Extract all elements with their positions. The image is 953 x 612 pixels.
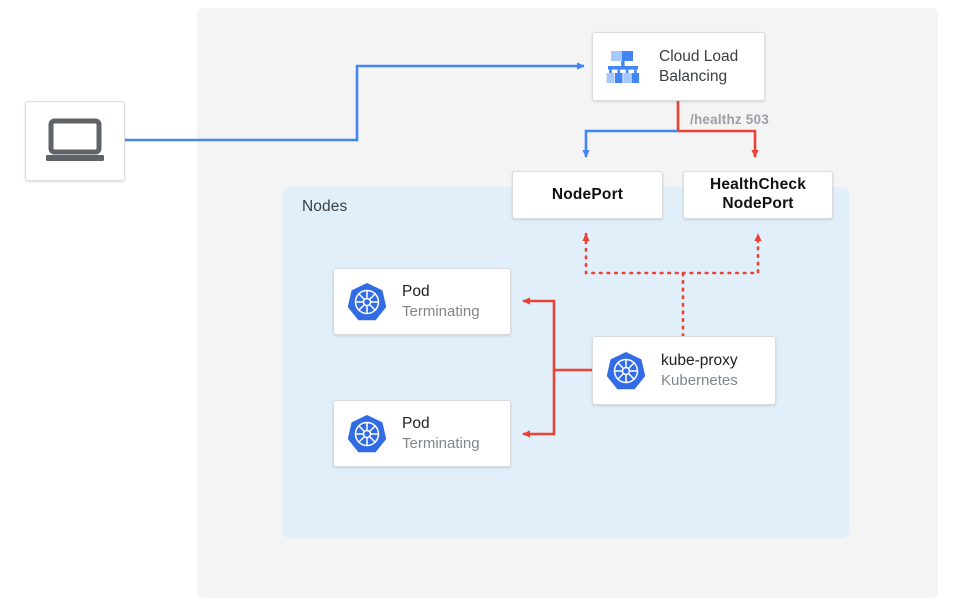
healthcheck-nodeport-node[interactable]: HealthCheck NodePort — [683, 171, 833, 219]
kube-proxy-title: kube-proxy — [661, 351, 738, 369]
healthcheck-nodeport-label-line2: NodePort — [722, 195, 794, 212]
kubernetes-icon — [347, 414, 387, 452]
cloud-load-balancing-title-line1: Cloud Load — [659, 47, 739, 65]
load-balancer-icon — [606, 50, 640, 83]
pod-node-2[interactable]: Pod Terminating — [333, 400, 511, 467]
pod-1-status: Terminating — [402, 302, 480, 320]
pod-2-status: Terminating — [402, 434, 480, 452]
nodes-region-label: Nodes — [302, 198, 348, 215]
nodeport-node[interactable]: NodePort — [512, 171, 663, 219]
pod-1-title: Pod — [402, 282, 430, 300]
client-node[interactable] — [25, 101, 125, 181]
kubernetes-icon — [606, 351, 646, 389]
healthz-edge-label: /healthz 503 — [690, 112, 769, 127]
kube-proxy-node[interactable]: kube-proxy Kubernetes — [592, 336, 776, 405]
cloud-load-balancing-title-line2: Balancing — [659, 67, 728, 85]
pod-2-title: Pod — [402, 414, 430, 432]
healthcheck-nodeport-label-line1: HealthCheck — [709, 176, 807, 194]
kubernetes-icon — [347, 282, 387, 320]
kube-proxy-subtitle: Kubernetes — [661, 371, 738, 389]
laptop-icon — [46, 118, 104, 161]
pod-node-1[interactable]: Pod Terminating — [333, 268, 511, 335]
nodeport-label: NodePort — [551, 185, 624, 203]
cloud-load-balancing-node[interactable]: Cloud Load Balancing — [592, 32, 765, 101]
